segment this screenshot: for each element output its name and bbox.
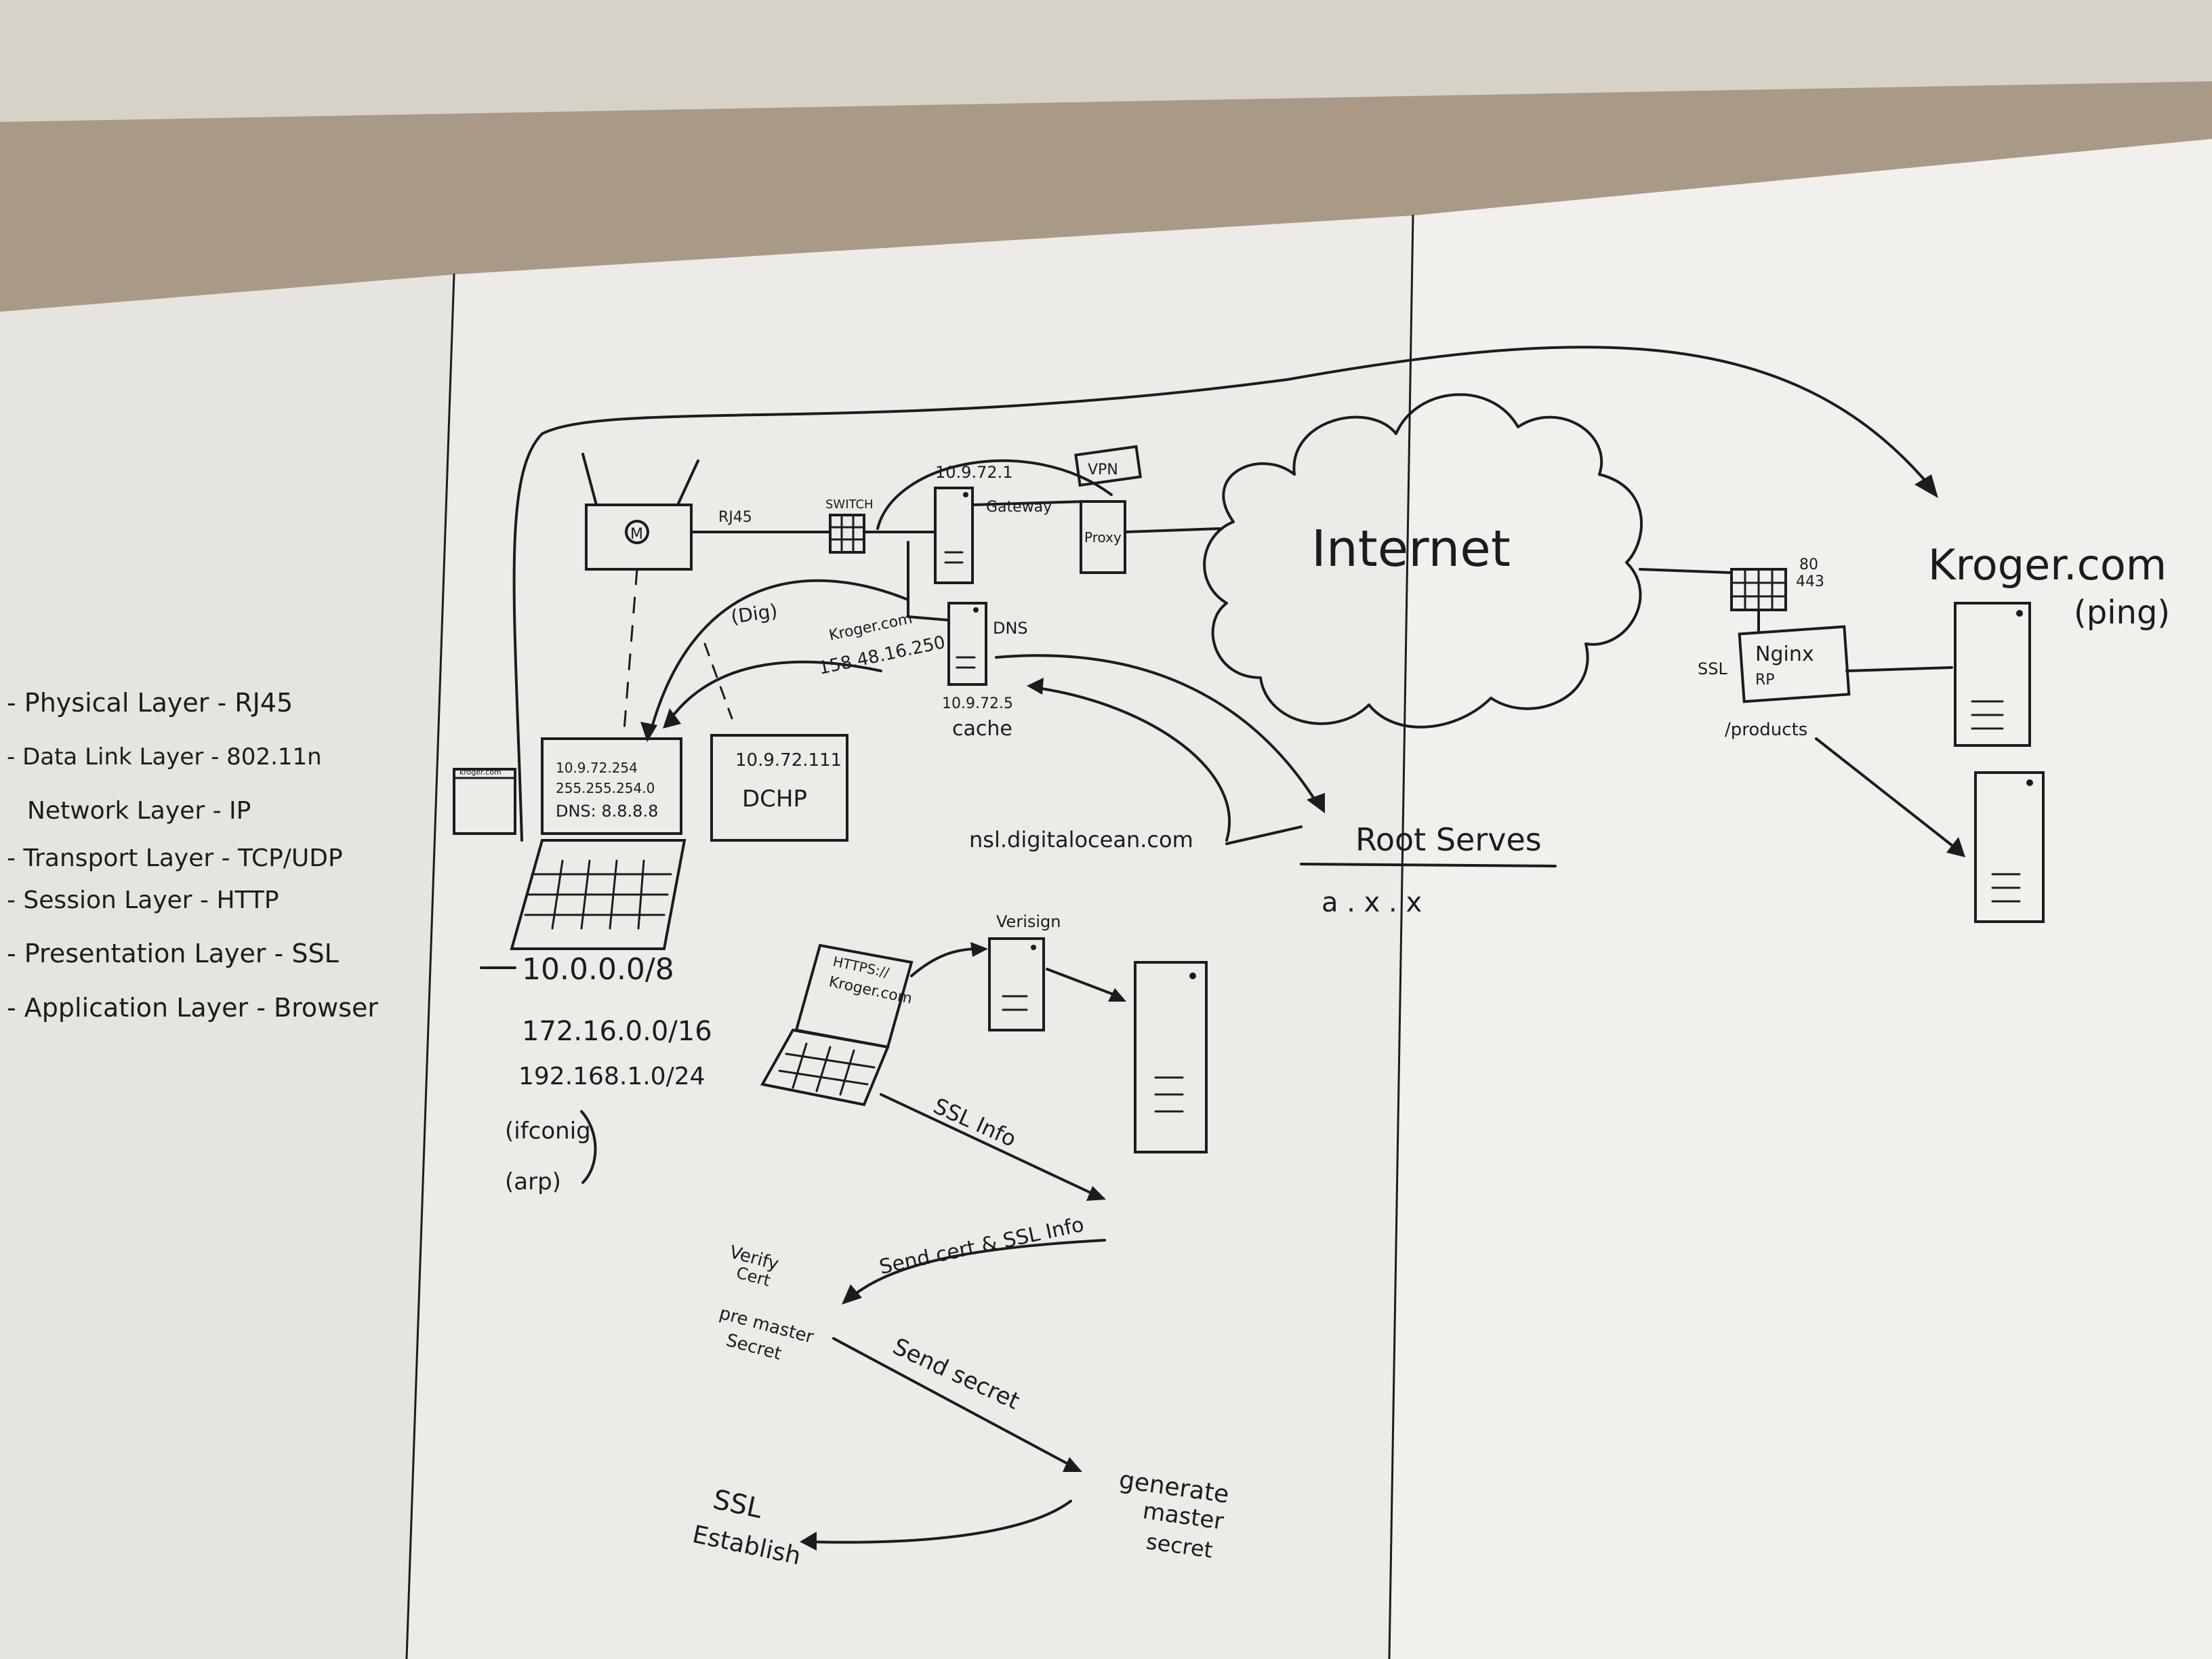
kroger-server-2 bbox=[1974, 771, 2045, 923]
nginx-to-server1-line bbox=[1845, 666, 1953, 672]
verisign-arrowhead bbox=[970, 942, 988, 957]
ssl-laptop bbox=[760, 943, 914, 1107]
root-servers-label: Root Serves bbox=[1355, 821, 1542, 858]
vpn-label: VPN bbox=[1088, 462, 1118, 478]
range-192: 192.168.1.0/24 bbox=[518, 1063, 705, 1090]
proxy-to-internet-line bbox=[1124, 527, 1221, 533]
small-laptop-screen bbox=[453, 768, 516, 835]
ifconfig-bracket bbox=[580, 1110, 597, 1184]
cache-arrowhead bbox=[1027, 678, 1044, 695]
switch-label: SWITCH bbox=[825, 497, 874, 512]
root-addr: a . x . x bbox=[1322, 887, 1422, 918]
gateway-ip: 10.9.72.1 bbox=[935, 463, 1013, 482]
ssl-label: SSL bbox=[1698, 659, 1727, 678]
verisign-to-kroger-arrow bbox=[1046, 968, 1120, 998]
layer-presentation: - Presentation Layer - SSL bbox=[7, 939, 339, 968]
rj45-label: RJ45 bbox=[718, 509, 752, 526]
dns-response-arrowhead bbox=[663, 708, 681, 729]
root-to-nsl-line bbox=[1225, 825, 1303, 845]
arrowhead-kroger bbox=[1914, 474, 1938, 498]
router-icon-letter: M bbox=[630, 526, 643, 543]
port-80: 80 bbox=[1799, 556, 1818, 573]
layer-session: - Session Layer - HTTP bbox=[7, 886, 279, 914]
arp-label: (arp) bbox=[505, 1168, 561, 1195]
proxy-label: Proxy bbox=[1084, 529, 1122, 546]
ssl-kroger-server bbox=[1134, 961, 1208, 1153]
internet-cloud bbox=[1203, 393, 1643, 729]
verisign-server bbox=[988, 937, 1045, 1031]
gateway-arc bbox=[876, 459, 1113, 530]
send-secret-arrow bbox=[832, 1337, 1076, 1469]
dns-server bbox=[947, 602, 987, 686]
nsl-to-cache-arc bbox=[1036, 687, 1231, 842]
port-443: 443 bbox=[1796, 573, 1824, 590]
send-cert-arrowhead bbox=[842, 1284, 862, 1305]
ifconfig-label: (ifconig bbox=[505, 1118, 591, 1145]
products-label: /products bbox=[1725, 720, 1807, 740]
laptop-ip: 10.9.72.254 bbox=[556, 760, 638, 776]
nginx-box bbox=[1738, 625, 1851, 703]
root-arrowhead bbox=[1307, 793, 1325, 813]
dhcp-ip: 10.9.72.111 bbox=[735, 750, 842, 771]
server2-arrowhead bbox=[1946, 837, 1965, 857]
gateway-to-proxy-line bbox=[971, 500, 1086, 506]
layer-data-link: - Data Link Layer - 802.11n bbox=[7, 743, 322, 771]
proxy-box bbox=[1080, 500, 1126, 574]
dig-arrowhead bbox=[640, 722, 657, 742]
range-172: 172.16.0.0/16 bbox=[522, 1016, 712, 1047]
arc-laptop-to-kroger bbox=[512, 346, 1933, 842]
ssl-info-arrowhead bbox=[1086, 1186, 1106, 1201]
ping-label: (ping) bbox=[2074, 594, 2170, 632]
router-to-laptop-dashed bbox=[622, 568, 638, 740]
internet-to-firewall-line bbox=[1639, 568, 1733, 574]
kroger-title: Kroger.com bbox=[1928, 540, 2167, 590]
range-10: 10.0.0.0/8 bbox=[522, 952, 674, 987]
dig-arc bbox=[649, 579, 909, 733]
send-cert-arrow bbox=[849, 1239, 1106, 1299]
dhcp-label: DCHP bbox=[742, 785, 807, 813]
layer-network: Network Layer - IP bbox=[27, 797, 251, 825]
osi-layer-list: - Physical Layer - RJ45 - Data Link Laye… bbox=[7, 688, 378, 1023]
layer-transport: - Transport Layer - TCP/UDP bbox=[7, 844, 343, 872]
whiteboard-left bbox=[0, 274, 454, 1659]
cache-label: cache bbox=[952, 717, 1012, 741]
send-secret-arrowhead bbox=[1063, 1457, 1082, 1472]
kroger-server-arrowhead bbox=[1108, 988, 1126, 1002]
ssl-info-arrow bbox=[880, 1093, 1099, 1197]
laptop-mask: 255.255.254.0 bbox=[556, 780, 655, 796]
verisign-label: Verisign bbox=[996, 912, 1061, 931]
gateway-label: Gateway bbox=[986, 499, 1052, 516]
nsl-label: nsl.digitalocean.com bbox=[969, 827, 1193, 853]
dns-label: DNS bbox=[993, 619, 1028, 638]
laptop-dns: DNS: 8.8.8.8 bbox=[556, 802, 658, 821]
layer-application: - Application Layer - Browser bbox=[7, 993, 378, 1023]
root-underline bbox=[1300, 863, 1557, 867]
gateway-to-dns-line2 bbox=[907, 615, 950, 621]
laptop bbox=[510, 737, 687, 950]
switch bbox=[829, 514, 865, 554]
whiteboard-middle bbox=[407, 216, 1413, 1659]
small-laptop-label: kroger.com bbox=[459, 768, 501, 777]
establish-arrowhead bbox=[800, 1532, 817, 1551]
nginx-to-server2-line bbox=[1815, 737, 1960, 852]
nginx-label: Nginx bbox=[1755, 642, 1814, 666]
dns-to-root-arc bbox=[995, 654, 1316, 801]
kroger-server-1 bbox=[1954, 602, 2031, 747]
vpn-box bbox=[1074, 445, 1143, 487]
establish-arrow bbox=[808, 1500, 1072, 1544]
rp-label: RP bbox=[1755, 672, 1775, 689]
router: M bbox=[581, 453, 699, 571]
internet-label: Internet bbox=[1311, 520, 1511, 578]
gateway-server bbox=[934, 487, 974, 584]
dns-response-arc bbox=[670, 660, 882, 720]
whiteboard-right bbox=[1389, 139, 2212, 1659]
dns-ip: 10.9.72.5 bbox=[942, 695, 1013, 712]
layer-physical: - Physical Layer - RJ45 bbox=[7, 688, 293, 718]
dhcp-box bbox=[710, 734, 848, 842]
